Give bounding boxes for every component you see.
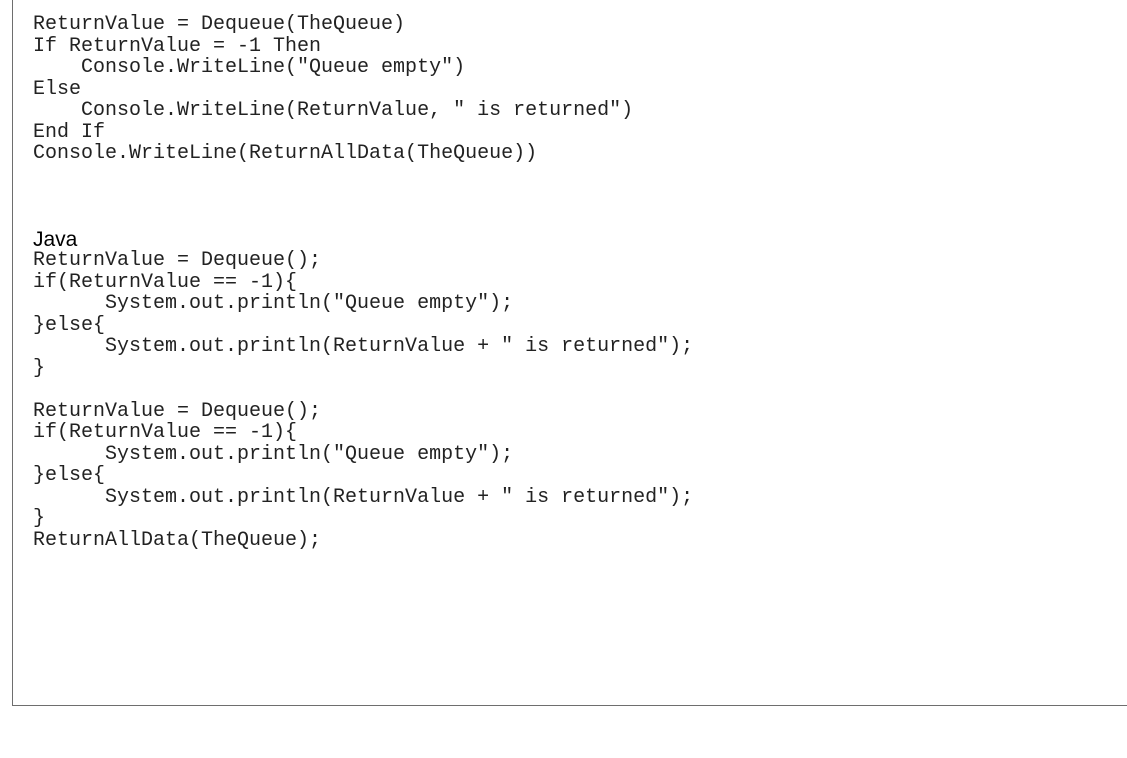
code-line: ReturnAllData(TheQueue); (33, 528, 322, 552)
java-code-block: Java ReturnValue = Dequeue(); if(ReturnV… (33, 227, 1127, 552)
vb-code-block: ReturnValue = Dequeue(TheQueue) If Retur… (33, 14, 1127, 165)
code-line: If ReturnValue = -1 Then (33, 34, 322, 58)
code-line: ReturnValue = Dequeue(TheQueue) (33, 13, 406, 36)
code-line: System.out.println("Queue empty"); (33, 292, 514, 315)
code-line: Else (33, 77, 82, 101)
code-line: End If (33, 120, 106, 144)
code-line: Console.WriteLine("Queue empty") (33, 56, 466, 79)
code-line: ReturnValue = Dequeue(); (33, 399, 322, 423)
code-line: ReturnValue = Dequeue(); (33, 249, 322, 272)
code-line: if(ReturnValue == -1){ (33, 421, 298, 444)
code-line (33, 379, 1127, 401)
code-line: }else{ (33, 313, 106, 337)
code-listing: ReturnValue = Dequeue(TheQueue) If Retur… (33, 14, 1127, 551)
code-line: if(ReturnValue == -1){ (33, 270, 298, 294)
code-line: } (33, 507, 46, 530)
code-line: Console.WriteLine(ReturnAllData(TheQueue… (33, 142, 538, 165)
code-line: System.out.println(ReturnValue + " is re… (33, 485, 694, 509)
code-listing-frame: ReturnValue = Dequeue(TheQueue) If Retur… (12, 0, 1127, 706)
code-line: Console.WriteLine(ReturnValue, " is retu… (33, 99, 634, 122)
section-gap (33, 165, 1127, 229)
code-line: System.out.println("Queue empty"); (33, 442, 514, 466)
code-line: } (33, 356, 46, 380)
java-heading: Java (33, 227, 78, 251)
code-line: }else{ (33, 464, 106, 487)
code-line: System.out.println(ReturnValue + " is re… (33, 335, 694, 358)
